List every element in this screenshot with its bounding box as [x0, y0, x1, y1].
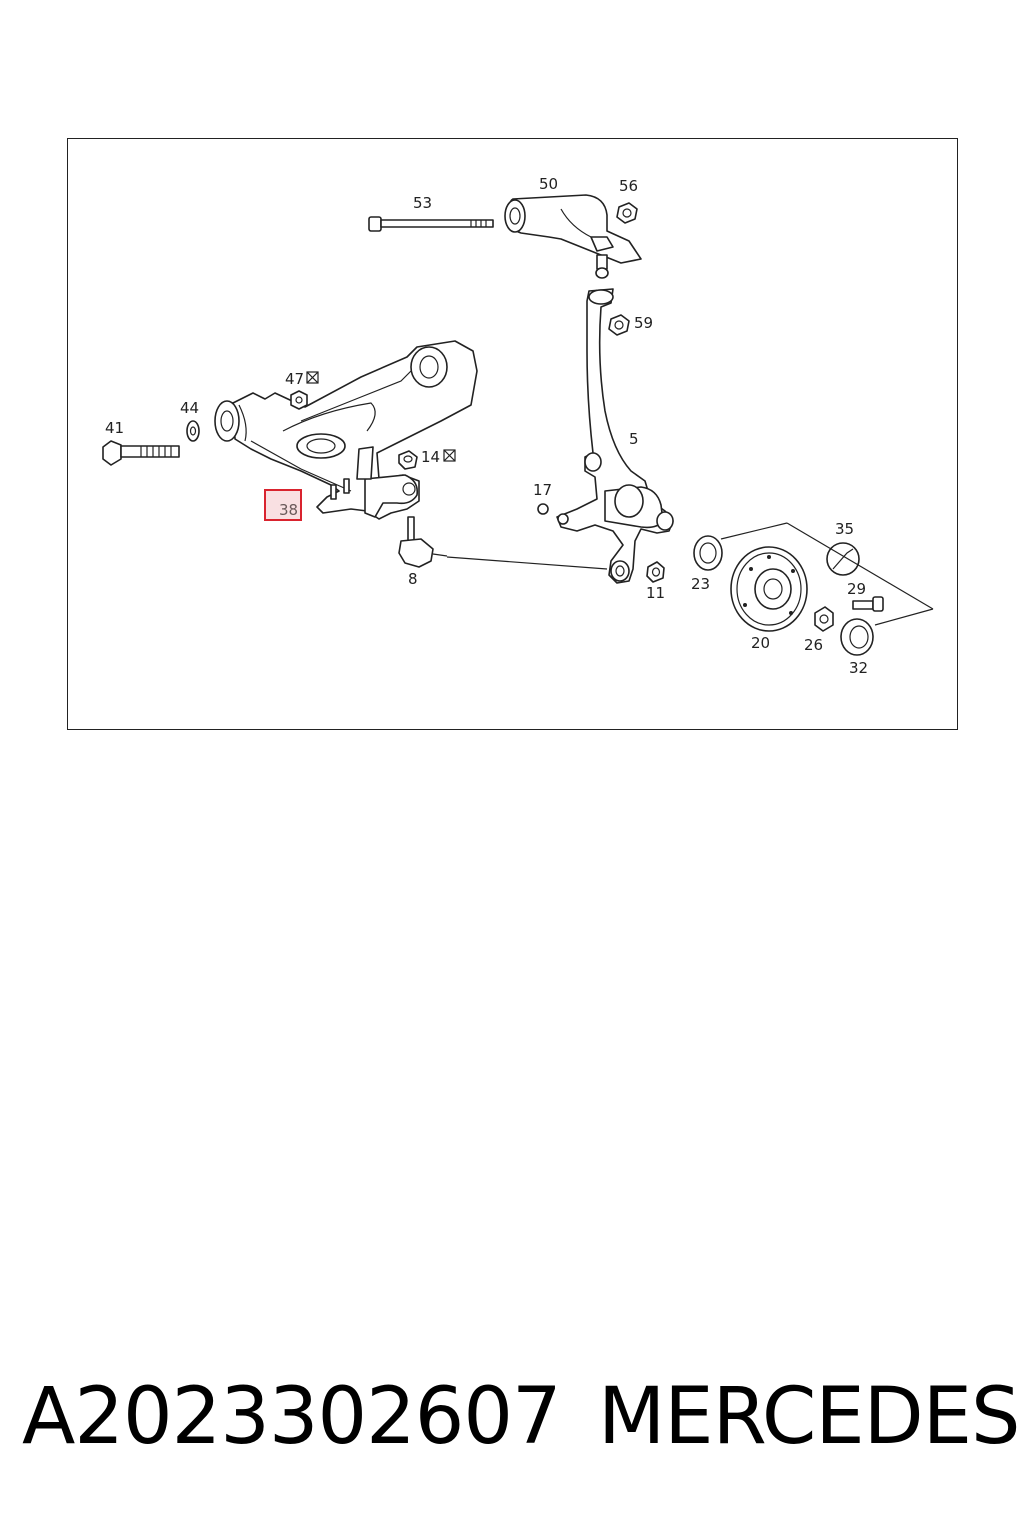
- cap-32: [840, 618, 874, 656]
- label-23: 23: [691, 575, 710, 593]
- label-8: 8: [408, 570, 418, 588]
- label-20: 20: [751, 634, 770, 652]
- fastener-symbol-icon: [443, 449, 456, 462]
- nut-14: [398, 450, 418, 470]
- label-14: 14: [421, 448, 440, 466]
- label-38: 38: [279, 501, 298, 519]
- caption: A2023302607 MERCEDES: [0, 1372, 1024, 1472]
- nut-11: [646, 561, 665, 583]
- label-32: 32: [849, 659, 868, 677]
- label-26: 26: [804, 636, 823, 654]
- assembly-lines: [720, 522, 934, 626]
- bolt-29: [852, 596, 884, 612]
- label-29: 29: [847, 580, 866, 598]
- label-47: 47: [285, 370, 304, 388]
- label-17: 17: [533, 481, 552, 499]
- suspension-diagram: 53 50 56 59 47 41 44 5 14 17 38 8 35 23 …: [102, 175, 934, 677]
- label-56: 56: [619, 177, 638, 195]
- parts-diagram-frame: 53 50 56 59 47 41 44 5 14 17 38 8 35 23 …: [67, 138, 958, 730]
- label-44: 44: [180, 399, 199, 417]
- part-17: [537, 503, 549, 515]
- steering-knuckle: [556, 288, 674, 584]
- label-53: 53: [413, 194, 432, 212]
- upper-control-arm: [504, 194, 642, 279]
- seal-23: [693, 535, 723, 571]
- label-41: 41: [105, 419, 124, 437]
- nut-56: [616, 202, 638, 224]
- label-11: 11: [646, 584, 665, 602]
- label-35: 35: [835, 520, 854, 538]
- bolt-53: [368, 216, 494, 232]
- part-number: A2023302607: [22, 1372, 562, 1462]
- nut-47: [290, 390, 308, 410]
- washer-44: [186, 420, 200, 442]
- wheel-hub-20: [730, 546, 808, 632]
- fastener-symbol-icon: [306, 371, 319, 384]
- label-50: 50: [539, 175, 558, 193]
- nut-26: [814, 606, 834, 632]
- part-35: [826, 542, 860, 576]
- lower-control-arm: [214, 340, 478, 520]
- brand-name: MERCEDES: [598, 1372, 1020, 1462]
- bolt-41: [102, 440, 180, 466]
- ball-joint-8: [398, 516, 608, 570]
- nut-59: [608, 314, 630, 336]
- label-59: 59: [634, 314, 653, 332]
- highlight-box-38: 38: [264, 489, 302, 521]
- label-5: 5: [629, 430, 639, 448]
